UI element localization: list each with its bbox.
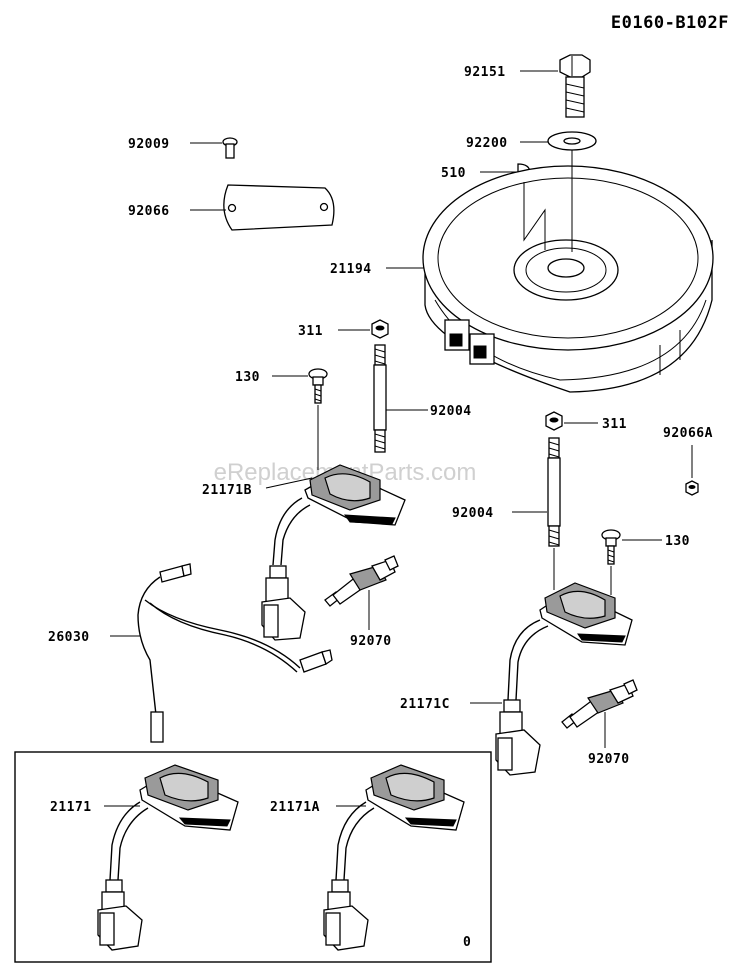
callout-92066: 92066 (128, 204, 170, 219)
nut-311-right[interactable] (545, 411, 563, 431)
callout-311-right: 311 (602, 417, 627, 432)
ignition-coil-21171[interactable] (97, 764, 239, 951)
callout-92151: 92151 (464, 65, 506, 80)
callout-130-right: 130 (665, 534, 690, 549)
box-note: 0 (463, 935, 471, 950)
callout-21171: 21171 (50, 800, 92, 815)
callout-311-left: 311 (298, 324, 323, 339)
callout-26030: 26030 (48, 630, 90, 645)
callout-21194: 21194 (330, 262, 372, 277)
callout-92070-right: 92070 (588, 752, 630, 767)
callout-92004-left: 92004 (430, 404, 472, 419)
callout-510: 510 (441, 166, 466, 181)
alternate-parts-box (14, 751, 492, 963)
callout-130-left: 130 (235, 370, 260, 385)
callout-92009: 92009 (128, 137, 170, 152)
screw-130-left[interactable] (308, 368, 328, 404)
callout-92070-left: 92070 (350, 634, 392, 649)
spark-plug-92070-left[interactable] (324, 555, 399, 607)
screw-92009[interactable] (222, 137, 238, 159)
stud-92004-right[interactable] (547, 437, 561, 547)
plate-92066[interactable] (223, 184, 335, 231)
centerline-key (523, 182, 546, 250)
callout-92200: 92200 (466, 136, 508, 151)
bolt-92151[interactable] (559, 54, 591, 118)
nut-92066A[interactable] (685, 480, 699, 496)
washer-92200[interactable] (547, 131, 597, 151)
ignition-coil-21171B[interactable] (261, 464, 406, 641)
callout-92004-right: 92004 (452, 506, 494, 521)
spark-plug-92070-right[interactable] (561, 679, 638, 729)
leader-21171B (265, 477, 313, 489)
screw-130-right[interactable] (601, 529, 621, 565)
callout-92066A: 92066A (663, 426, 713, 441)
callout-21171B: 21171B (202, 483, 252, 498)
nut-311-left[interactable] (371, 319, 389, 339)
flywheel-21194[interactable] (422, 165, 714, 393)
ignition-coil-21171C[interactable] (495, 582, 633, 776)
ignition-coil-21171A[interactable] (323, 764, 465, 951)
callout-21171C: 21171C (400, 697, 450, 712)
diagram-code: E0160-B102F (611, 13, 729, 33)
wire-lead-26030[interactable] (137, 563, 333, 743)
callout-21171A: 21171A (270, 800, 320, 815)
stud-92004-left[interactable] (373, 344, 387, 453)
